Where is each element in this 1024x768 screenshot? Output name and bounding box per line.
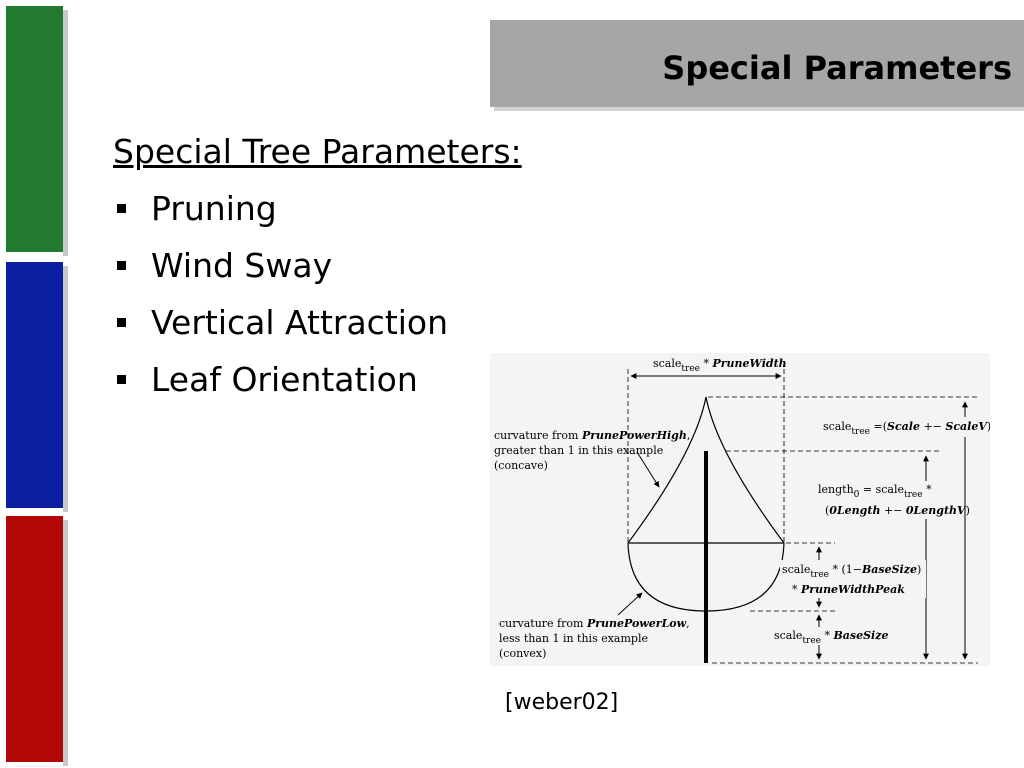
green-side-bar	[6, 6, 63, 252]
length-label-line1: length0 = scaletree *	[818, 483, 932, 500]
bullet-text: Wind Sway	[151, 246, 333, 285]
citation: [weber02]	[505, 690, 619, 715]
blue-side-bar	[6, 262, 63, 508]
side-bar-shadow	[63, 10, 68, 256]
square-bullet-icon	[117, 375, 126, 384]
square-bullet-icon	[117, 318, 126, 327]
low-note-line3: (convex)	[499, 647, 546, 660]
bullet-text: Pruning	[151, 189, 277, 228]
bullet-text: Leaf Orientation	[151, 360, 418, 399]
side-bar-shadow	[63, 520, 68, 766]
peak-label-line1: scaletree * (1−BaseSize)	[782, 563, 921, 580]
low-note-line2: less than 1 in this example	[499, 632, 648, 645]
low-note-pointer	[617, 592, 643, 616]
length-label-line2: (0Length +− 0LengthV)	[825, 504, 970, 517]
high-note-line3: (concave)	[494, 459, 548, 472]
bullet-text: Vertical Attraction	[151, 303, 449, 342]
prune-width-label: scaletree * PruneWidth	[653, 357, 787, 374]
pruning-envelope-diagram: scaletree * PruneWidth scaletree =(Scale…	[490, 353, 990, 666]
slide-title: Special Parameters	[662, 49, 1012, 87]
low-note-line1: curvature from PrunePowerLow,	[499, 617, 690, 630]
square-bullet-icon	[117, 204, 126, 213]
square-bullet-icon	[117, 261, 126, 270]
side-bar-shadow	[63, 266, 68, 512]
high-note-line2: greater than 1 in this example	[494, 444, 663, 457]
envelope-concave-top	[627, 396, 785, 544]
diagram-canvas: scaletree * PruneWidth scaletree =(Scale…	[494, 355, 990, 664]
high-note-pointer	[636, 451, 660, 488]
scale-label: scaletree =(Scale +− ScaleV)	[823, 420, 990, 437]
peak-label-line2: * PruneWidthPeak	[792, 583, 905, 596]
high-note-line1: curvature from PrunePowerHigh,	[494, 429, 690, 442]
red-side-bar	[6, 516, 63, 762]
subtitle: Special Tree Parameters:	[113, 132, 522, 171]
title-banner: Special Parameters	[490, 20, 1024, 107]
base-label: scaletree * BaseSize	[774, 629, 888, 646]
